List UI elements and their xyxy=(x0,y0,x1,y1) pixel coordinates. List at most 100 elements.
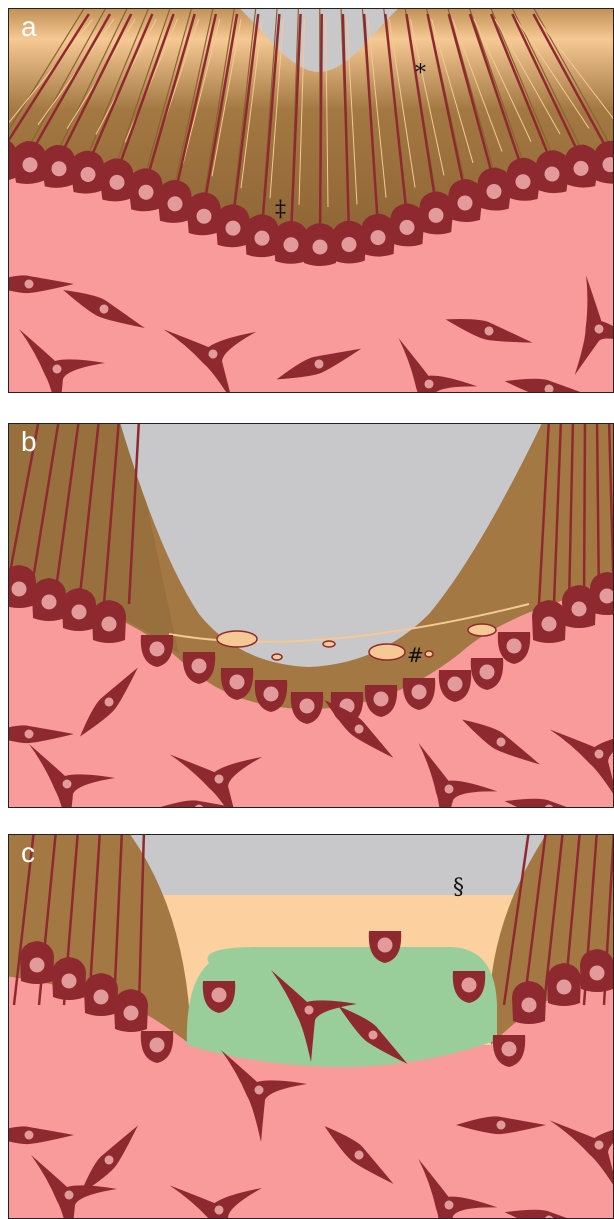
debris-4 xyxy=(272,654,282,660)
debris-2 xyxy=(468,624,496,636)
chondrocyte-nucleus xyxy=(462,978,477,993)
chondrocyte-c-left-0 xyxy=(20,941,54,984)
fibroblast-b-6 xyxy=(457,712,544,772)
chondrocyte-nucleus xyxy=(192,659,207,674)
chondrocyte-b-flat-7 xyxy=(403,678,435,710)
chondrocyte-c-right-0 xyxy=(512,981,546,1024)
fibroblast-body xyxy=(9,725,74,743)
chondrocyte-nucleus xyxy=(102,617,117,632)
chondrocyte-b-flat-0 xyxy=(141,635,173,667)
fibroblast-body xyxy=(540,275,614,393)
chondrocyte-nucleus xyxy=(230,675,245,690)
fibroblast-b-8 xyxy=(503,793,595,808)
chondrocyte-nucleus xyxy=(480,665,495,680)
fibroblast-nucleus xyxy=(305,1006,314,1015)
chondrocyte-a-8 xyxy=(215,204,251,248)
fibroblast-b-0 xyxy=(9,725,74,743)
granulation-tissue xyxy=(187,947,497,1067)
chondrocyte-nucleus xyxy=(507,639,522,654)
chondrocyte-nucleus xyxy=(542,617,557,632)
chondrocyte-nucleus xyxy=(150,1038,165,1053)
chondrocyte-process xyxy=(320,14,322,237)
fibroblast-b-1 xyxy=(73,662,144,742)
fibroblast-a-1 xyxy=(59,282,148,336)
fibroblast-body xyxy=(403,1159,504,1219)
chondrocyte-b-flat-9 xyxy=(471,658,503,690)
fibroblast-body xyxy=(29,744,115,808)
fibroblast-nucleus xyxy=(25,280,34,289)
chondrocyte-nucleus xyxy=(374,692,389,707)
chondrocyte-a-10 xyxy=(274,221,309,264)
chondrocyte-b-flat-4 xyxy=(291,692,323,724)
panel-b-marker-hash: # xyxy=(407,644,424,666)
fibroblast-c-10 xyxy=(550,1091,614,1207)
fibroblast-c-11 xyxy=(503,1204,595,1219)
chondrocyte-nucleus xyxy=(94,990,109,1005)
panel-a-marker-double-dagger: ‡ xyxy=(275,199,286,221)
chondrocyte-nucleus xyxy=(312,239,327,254)
fibroblast-a-8 xyxy=(503,373,595,393)
chondrocyte-b-left-0 xyxy=(9,565,36,608)
panel-b-letter: b xyxy=(21,426,37,458)
chondrocyte-nucleus xyxy=(412,685,427,700)
chondrocyte-nucleus xyxy=(264,687,279,702)
chondrocyte-nucleus xyxy=(62,974,77,989)
chondrocyte-nucleus xyxy=(72,605,87,620)
chondrocyte-nucleus xyxy=(378,938,393,953)
panel-c-marker-section: § xyxy=(453,877,464,899)
fibroblast-c-3 xyxy=(9,1126,74,1144)
panel-a-letter: a xyxy=(21,11,37,43)
chondrocyte-b-right-2 xyxy=(590,572,614,615)
fibroblast-body xyxy=(164,300,276,393)
chondrocyte-b-flat-8 xyxy=(439,670,471,702)
fibroblast-b-7 xyxy=(550,700,614,808)
fibroblast-nucleus xyxy=(65,1191,74,1200)
fibroblast-body xyxy=(170,725,282,808)
chondrocyte-nucleus xyxy=(150,642,165,657)
chondrocyte-b-flat-6 xyxy=(365,685,397,717)
debris-1 xyxy=(369,644,405,660)
fibroblast-body xyxy=(403,743,504,808)
panel-a-marker-asterisk: * xyxy=(415,63,426,85)
fibroblast-a-4 xyxy=(274,340,365,387)
chondrocyte-c-flat-4 xyxy=(141,1031,173,1063)
chondrocyte-nucleus xyxy=(124,1006,139,1021)
chondrocyte-c-right-1 xyxy=(547,963,581,1006)
chondrocyte-b-left-2 xyxy=(62,588,96,631)
debris-0 xyxy=(217,631,257,647)
fibroblast-b-2 xyxy=(29,744,115,808)
fibroblast-body xyxy=(550,1091,614,1207)
fibroblast-c-6 xyxy=(170,1156,282,1219)
fibroblast-a-6 xyxy=(443,311,535,351)
panel-b-illustration xyxy=(9,424,614,808)
debris-3 xyxy=(323,641,335,647)
panel-a-illustration xyxy=(9,9,614,393)
chondrocyte-nucleus xyxy=(448,677,463,692)
chondrocyte-nucleus xyxy=(212,988,227,1003)
fibroblast-nucleus xyxy=(25,1131,34,1140)
chondrocyte-nucleus xyxy=(557,980,572,995)
fibroblast-nucleus xyxy=(53,365,62,374)
chondrocyte-b-left-1 xyxy=(32,578,66,621)
chondrocyte-b-left-3 xyxy=(92,600,126,643)
chondrocyte-nucleus xyxy=(12,582,27,597)
fibroblast-a-5 xyxy=(383,338,484,393)
chondrocyte-c-left-2 xyxy=(84,973,118,1016)
chondrocyte-nucleus xyxy=(42,595,57,610)
fibroblast-nucleus xyxy=(63,780,72,789)
chondrocyte-nucleus xyxy=(600,589,614,604)
fibroblast-body xyxy=(170,1156,282,1219)
fibroblast-body xyxy=(550,700,614,808)
chondrocyte-nucleus xyxy=(502,1042,517,1057)
fibroblast-c-8 xyxy=(403,1159,504,1219)
fibroblast-a-2 xyxy=(19,329,105,393)
fibroblast-nucleus xyxy=(255,1086,264,1095)
panel-c-letter: c xyxy=(21,837,35,869)
fibroblast-body xyxy=(19,329,105,393)
chondrocyte-process-right xyxy=(584,424,585,604)
panel-c-illustration xyxy=(9,835,614,1219)
chondrocyte-nucleus xyxy=(522,998,537,1013)
fibroblast-a-3 xyxy=(164,300,276,393)
chondrocyte-nucleus xyxy=(590,966,605,981)
chondrocyte-c-left-1 xyxy=(52,957,86,1000)
